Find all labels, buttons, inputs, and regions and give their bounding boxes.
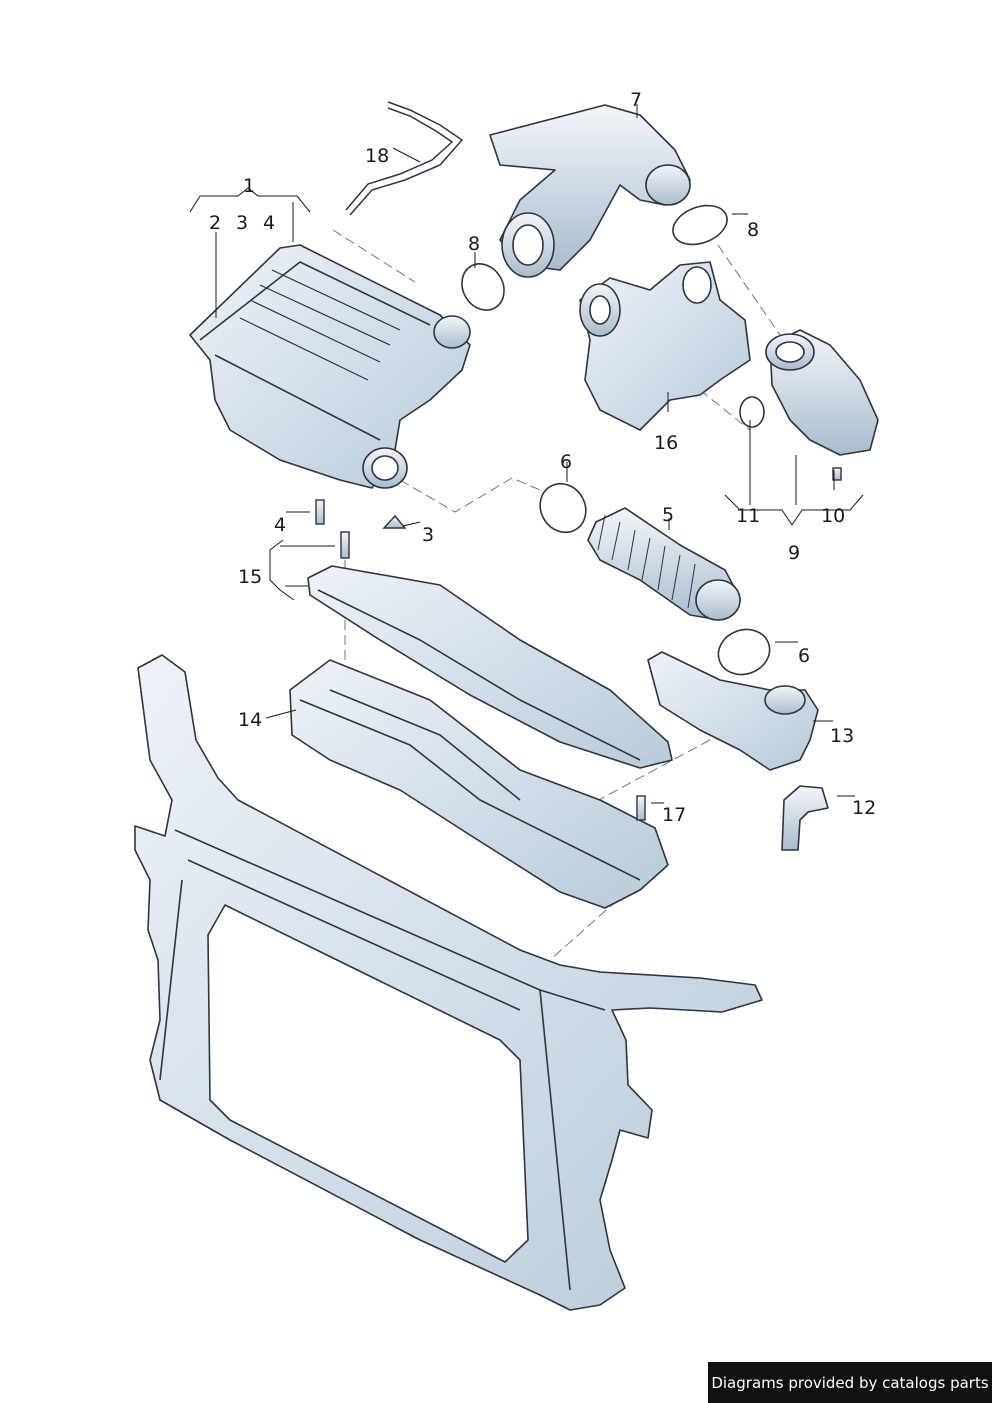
callout-4-lower: 4 <box>274 514 286 536</box>
air-duct-lower-part <box>289 659 669 909</box>
callout-16: 16 <box>654 432 678 454</box>
callout-14: 14 <box>238 709 262 731</box>
callout-18: 18 <box>365 145 389 167</box>
cover-plate-part <box>307 565 673 769</box>
callout-2: 2 <box>209 212 221 234</box>
throttle-valve-part <box>579 261 751 431</box>
callout-8-right: 8 <box>747 219 759 241</box>
air-filter-housing-part <box>189 244 471 489</box>
callout-3-lower: 3 <box>422 524 434 546</box>
footer-credit-text: Diagrams provided by catalogs parts <box>711 1373 989 1392</box>
callout-3: 3 <box>236 212 248 234</box>
callout-12: 12 <box>852 797 876 819</box>
callout-15: 15 <box>238 566 262 588</box>
callout-4: 4 <box>263 212 275 234</box>
callout-leader-lines <box>189 104 864 804</box>
callout-labels: 1 2 3 4 18 7 8 8 16 6 5 11 10 9 4 3 15 1… <box>209 89 876 826</box>
callout-7: 7 <box>630 89 642 111</box>
callout-13: 13 <box>830 725 854 747</box>
callout-9: 9 <box>788 542 800 564</box>
callout-1: 1 <box>243 175 255 197</box>
callout-8-left: 8 <box>468 233 480 255</box>
hose-clamp-part <box>461 204 728 311</box>
bolt-part <box>315 467 842 821</box>
callout-17: 17 <box>662 804 686 826</box>
callout-10: 10 <box>821 505 845 527</box>
air-scoop-part <box>647 651 819 771</box>
callout-6-lower: 6 <box>798 645 810 667</box>
intake-pipe-part <box>489 104 691 278</box>
elbow-hose-part <box>739 329 879 456</box>
pipe-bend-part <box>781 785 829 851</box>
grommet-part <box>382 514 407 529</box>
callout-5: 5 <box>662 504 674 526</box>
callout-11: 11 <box>736 505 760 527</box>
vent-hose-part <box>345 101 464 216</box>
front-carrier-part <box>134 654 763 1311</box>
callout-6-upper: 6 <box>560 451 572 473</box>
footer-credit-banner: Diagrams provided by catalogs parts <box>708 1362 992 1403</box>
corrugated-hose-part <box>539 482 771 676</box>
